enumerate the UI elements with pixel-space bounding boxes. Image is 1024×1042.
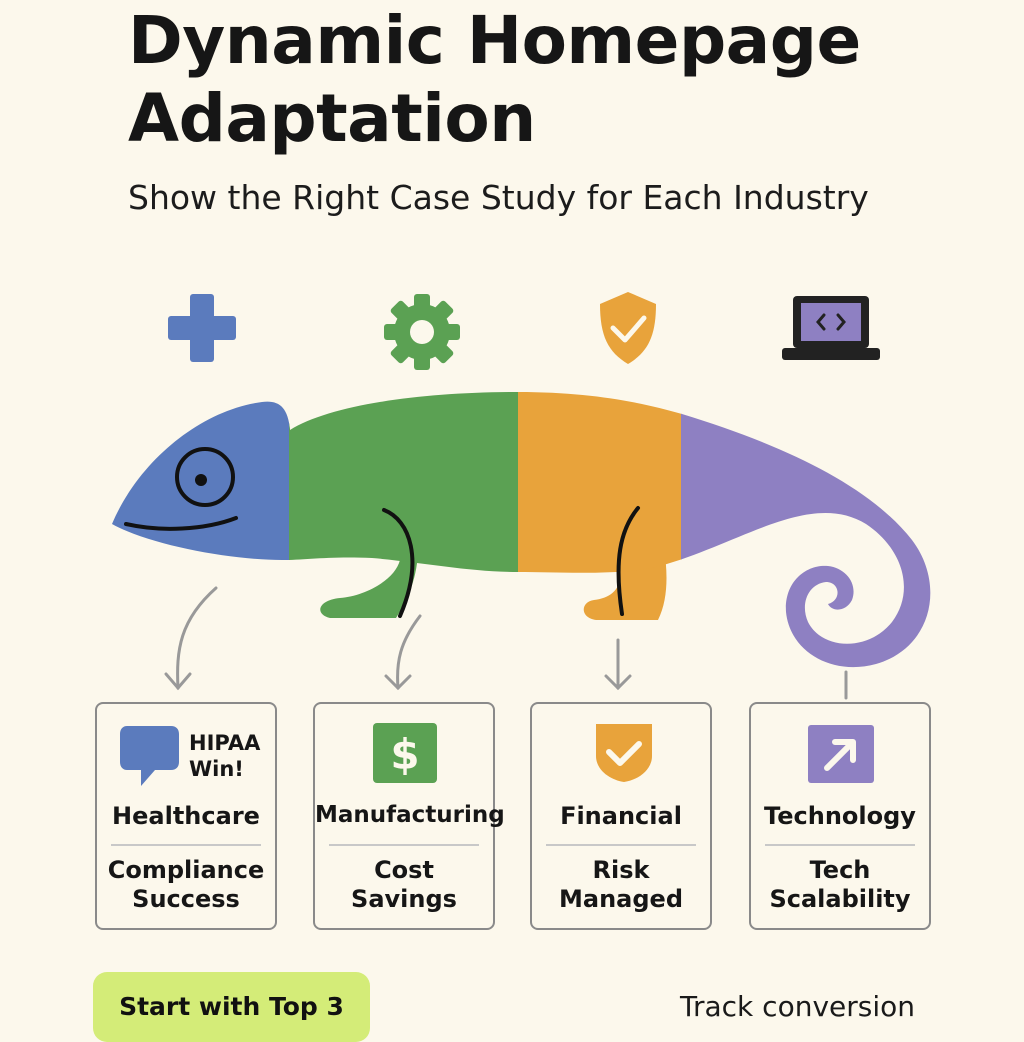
chameleon-eye	[175, 447, 235, 507]
head-segment	[112, 392, 290, 668]
card-industry-label: Manufacturing	[315, 802, 505, 828]
card-industry-label: Healthcare	[112, 802, 260, 830]
card-industry-label: Technology	[764, 802, 916, 830]
card-outcome-label: Cost Savings	[351, 856, 457, 913]
card-divider	[329, 844, 479, 846]
front-leg-line	[382, 508, 415, 618]
hipaa-badge: HIPAA Win!	[189, 731, 261, 781]
case-card-financial[interactable]: Financial Risk Managed	[530, 702, 712, 930]
dollar-glyph: $	[390, 730, 419, 779]
case-card-healthcare[interactable]: HIPAA Win! Healthcare Compliance Success	[95, 702, 277, 930]
page-title: Dynamic Homepage Adaptation	[128, 2, 861, 158]
case-card-technology[interactable]: Technology Tech Scalability	[749, 702, 931, 930]
card-divider	[111, 844, 261, 846]
tail-segment	[681, 392, 931, 668]
card-outcome-label: Risk Managed	[559, 856, 683, 913]
middle-segment	[518, 392, 682, 668]
speech-bubble-icon	[120, 726, 179, 786]
track-conversion-label: Track conversion	[680, 990, 915, 1023]
gear-icon	[384, 294, 460, 370]
front-leg	[320, 540, 418, 618]
chameleon-mouth	[124, 516, 238, 531]
shield-check-icon	[600, 292, 656, 364]
arrow-up-right-icon	[808, 725, 874, 783]
checkmark-shield-icon	[596, 724, 652, 782]
arrow-healthcare	[176, 586, 218, 690]
card-divider	[765, 844, 915, 846]
dollar-icon: $	[373, 723, 437, 783]
card-outcome-label: Compliance Success	[107, 856, 265, 913]
medical-cross-icon	[168, 294, 236, 362]
card-outcome-label: Tech Scalability	[769, 856, 911, 913]
laptop-code-icon	[782, 296, 880, 360]
back-leg-line	[616, 506, 640, 616]
title-line-1: Dynamic Homepage	[128, 2, 861, 79]
connector-arrows	[164, 586, 848, 700]
card-divider	[546, 844, 696, 846]
chameleon-body	[112, 392, 931, 668]
arrow-manufacturing	[396, 614, 422, 690]
start-with-top-3-button[interactable]: Start with Top 3	[93, 972, 370, 1042]
page-subtitle: Show the Right Case Study for Each Indus…	[128, 178, 869, 217]
case-card-manufacturing[interactable]: $ Manufacturing Cost Savings	[313, 702, 505, 930]
card-industry-label: Financial	[560, 802, 682, 830]
title-line-2: Adaptation	[128, 80, 536, 157]
